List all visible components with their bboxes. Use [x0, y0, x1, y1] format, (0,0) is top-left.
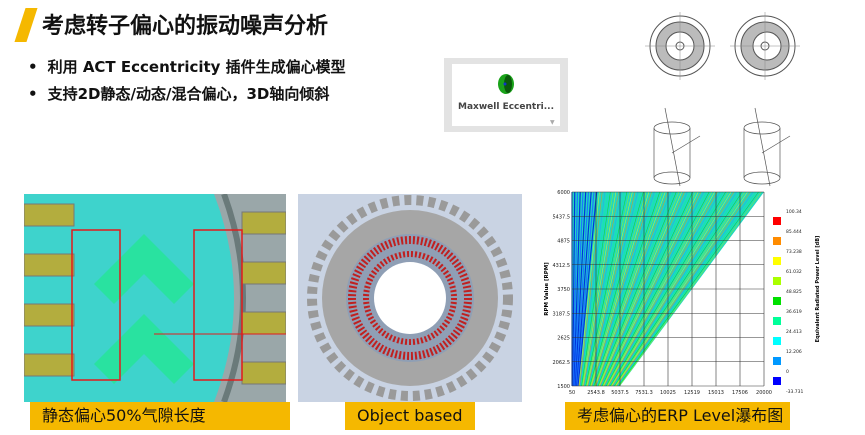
- static-eccentricity-model-image: [24, 194, 286, 402]
- legend-swatch: [773, 217, 781, 225]
- legend-value: 61.032: [786, 269, 802, 275]
- x-tick-label: 20000: [756, 390, 772, 396]
- legend-value: 100.34: [786, 209, 802, 215]
- plugin-tile[interactable]: Maxwell Eccentri... ▼: [444, 58, 568, 132]
- legend-swatch: [773, 357, 781, 365]
- y-axis-label: RPM Value [RPM]: [544, 262, 550, 316]
- x-tick-label: 2543.8: [587, 390, 605, 396]
- bullet-item: •支持2D静态/动态/混合偏心，3D轴向倾斜: [28, 85, 330, 103]
- legend-value: -33.731: [786, 389, 804, 395]
- x-tick-label: 10025: [660, 390, 676, 396]
- eccentricity-diagrams: [645, 12, 800, 187]
- legend-swatch: [773, 377, 781, 385]
- y-tick-label: 6000: [557, 190, 570, 196]
- caption-object-based: Object based: [345, 402, 475, 430]
- y-tick-label: 2625: [557, 336, 570, 342]
- x-tick-label: 17506: [732, 390, 748, 396]
- legend-swatch: [773, 277, 781, 285]
- maxwell-eccentricity-icon: [498, 74, 514, 94]
- legend-title: Equivalent Radiated Power Level [dB]: [815, 236, 821, 343]
- page-title: 考虑转子偏心的振动噪声分析: [42, 14, 329, 39]
- static-eccentricity-diagram: [645, 12, 715, 80]
- x-tick-label: 12519: [684, 390, 700, 396]
- caption-static-eccentricity: 静态偏心50%气隙长度: [30, 402, 290, 430]
- caption-erp-waterfall: 考虑偏心的ERP Level瀑布图: [565, 402, 790, 430]
- dynamic-eccentricity-diagram: [730, 12, 800, 80]
- legend-swatch: [773, 257, 781, 265]
- y-tick-label: 5437.5: [553, 214, 571, 220]
- legend-value: 12.206: [786, 349, 802, 355]
- legend-swatch: [773, 337, 781, 345]
- y-tick-label: 3750: [557, 287, 570, 293]
- plugin-card[interactable]: Maxwell Eccentri... ▼: [452, 64, 560, 126]
- axial-tilt-diagram: [653, 107, 791, 187]
- legend-value: 73.238: [786, 249, 802, 255]
- legend-value: 48.825: [786, 289, 802, 295]
- y-tick-label: 1500: [557, 384, 570, 390]
- y-tick-label: 2062.5: [553, 360, 571, 366]
- y-tick-label: 3187.5: [553, 311, 571, 317]
- legend-value: 0: [786, 369, 789, 375]
- legend-value: 24.413: [786, 329, 802, 335]
- legend-swatch: [773, 297, 781, 305]
- title-accent-bar: [14, 8, 38, 42]
- y-tick-label: 4312.5: [553, 263, 571, 269]
- x-tick-label: 7531.3: [635, 390, 653, 396]
- erp-waterfall-chart: 6000 5437.5 4875 4312.5 3750 3187.5 2625 2062.5…: [544, 190, 821, 396]
- bullet-text: 支持2D静态/动态/混合偏心，3D轴向倾斜: [47, 85, 330, 103]
- legend-swatch: [773, 237, 781, 245]
- legend-value: 36.619: [786, 309, 802, 315]
- x-tick-label: 5037.5: [611, 390, 629, 396]
- bullet-text: 利用 ACT Eccentricity 插件生成偏心模型: [47, 58, 346, 76]
- plugin-label: Maxwell Eccentri...: [458, 102, 554, 112]
- legend-swatch: [773, 317, 781, 325]
- x-tick-label: 50: [569, 390, 575, 396]
- dropdown-arrow-icon[interactable]: ▼: [550, 119, 555, 126]
- object-based-model-image: [298, 194, 522, 402]
- bullet-item: •利用 ACT Eccentricity 插件生成偏心模型: [28, 58, 346, 76]
- y-tick-label: 4875: [557, 239, 570, 245]
- x-tick-label: 15013: [708, 390, 724, 396]
- legend-value: 85.444: [786, 229, 802, 235]
